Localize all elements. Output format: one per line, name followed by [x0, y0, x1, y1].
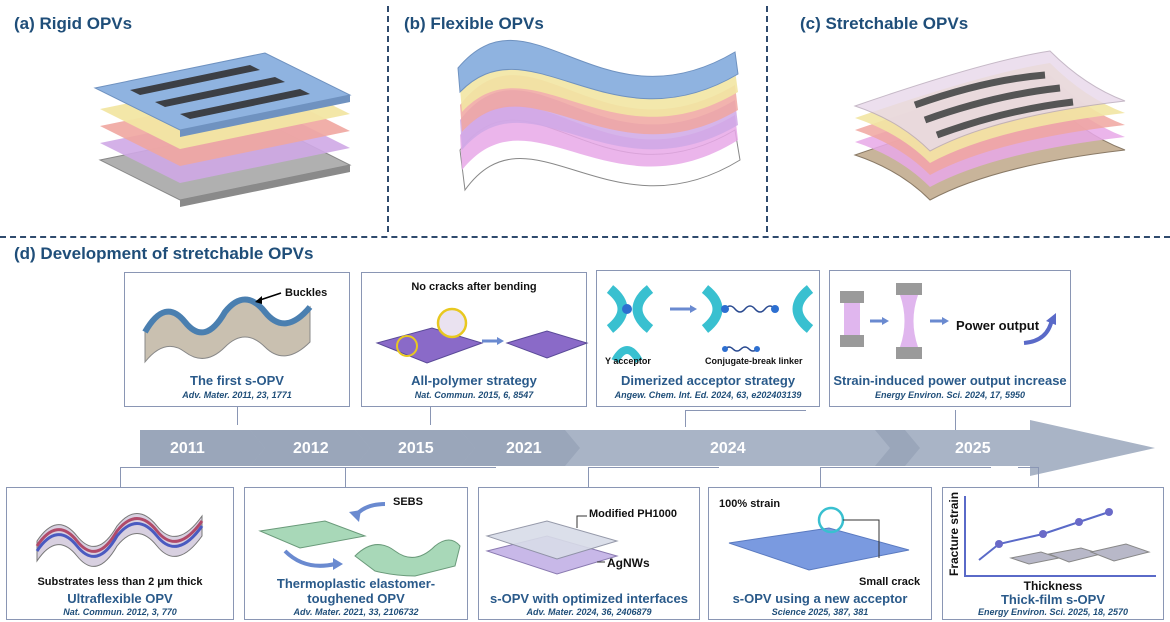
box-ultraflexible: Substrates less than 2 μm thick Ultrafle… — [6, 487, 234, 620]
flexible-opv-illustration — [457, 39, 741, 192]
box-thermoplastic: SEBS Thermoplastic elastomer- toughened … — [244, 487, 468, 620]
box-title: Thick-film s-OPV — [1000, 592, 1106, 607]
box-title: Ultraflexible OPV — [67, 591, 173, 606]
connector-2025b — [1018, 467, 1039, 488]
box-ref: Adv. Mater. 2021, 33, 2106732 — [293, 607, 419, 617]
box-title: Thermoplastic elastomer- — [276, 576, 436, 591]
box-optimized-interfaces: Modified PH1000 AgNWs s-OPV with optimiz… — [478, 487, 700, 620]
box-ref: Adv. Mater. 2024, 36, 2406879 — [526, 607, 652, 617]
box-title: s-OPV with optimized interfaces — [490, 591, 688, 606]
dimer-illustration — [606, 285, 814, 364]
strain-illustration — [840, 283, 949, 359]
box-ref: Science 2025, 387, 381 — [771, 607, 869, 617]
rigid-opv-illustration — [93, 52, 352, 207]
box-dimerized-acceptor: Y acceptor Conjugate-break linker Dimeri… — [596, 270, 820, 407]
interfaces-illustration — [485, 515, 619, 575]
connector-2025a — [820, 467, 991, 488]
power-output-label: Power output — [956, 318, 1040, 333]
thickness-label: Thickness — [1023, 579, 1083, 593]
y-acceptor-label: Y acceptor — [605, 356, 651, 366]
connector-2024b — [955, 410, 956, 430]
connector-2012 — [120, 467, 351, 488]
year-2012: 2012 — [293, 440, 329, 457]
box-all-polymer: No cracks after bending All-polymer stra… — [361, 272, 589, 407]
sebs-illustration — [258, 502, 461, 577]
divider-top-bottom — [0, 236, 1170, 238]
connector-2024c — [588, 467, 719, 488]
panel-b-title: (b) Flexible OPVs — [404, 14, 544, 33]
panel-d-title: (d) Development of stretchable OPVs — [14, 244, 314, 263]
substrate-label: Substrates less than 2 μm thick — [37, 576, 203, 588]
stretchable-opv-illustration — [853, 50, 1126, 201]
divider-bc — [766, 6, 768, 232]
year-2025: 2025 — [955, 440, 991, 457]
box-ref: Angew. Chem. Int. Ed. 2024, 63, e2024031… — [614, 390, 802, 400]
box-title-line2: toughened OPV — [307, 591, 405, 606]
acceptor-film-illustration — [728, 506, 910, 571]
year-2015: 2015 — [398, 440, 434, 457]
panel-a-title: (a) Rigid OPVs — [14, 14, 133, 33]
box-ref: Nat. Commun. 2012, 3, 770 — [63, 607, 177, 617]
no-cracks-label: No cracks after bending — [411, 281, 537, 293]
box-title: All-polymer strategy — [411, 373, 537, 388]
connector-2011 — [237, 405, 238, 425]
connector-2021 — [345, 467, 496, 488]
curved-arrow-icon — [1023, 313, 1056, 345]
wavy-stack-illustration — [35, 513, 204, 567]
year-2011: 2011 — [170, 440, 205, 457]
box-title: Dimerized acceptor strategy — [620, 373, 796, 388]
year-2021: 2021 — [506, 440, 542, 457]
box-new-acceptor: 100% strain Small crack s-OPV using a ne… — [708, 487, 932, 620]
box-ref: Energy Environ. Sci. 2024, 17, 5950 — [874, 390, 1026, 400]
fracture-strain-label: Fracture strain — [947, 491, 961, 576]
sebs-label: SEBS — [393, 496, 423, 508]
box-thick-film: Fracture strain Thickness Thick-film s-O… — [942, 487, 1164, 620]
strain-label: 100% strain — [719, 498, 781, 510]
buckles-illustration — [142, 296, 313, 364]
buckles-label: Buckles — [285, 287, 328, 299]
box-title: The first s-OPV — [190, 373, 284, 388]
box-first-sopv: Buckles The first s-OPV Adv. Mater. 2011… — [124, 272, 350, 407]
year-2024: 2024 — [710, 440, 746, 457]
timeline-arrow — [140, 420, 1155, 476]
box-title: s-OPV using a new acceptor — [732, 591, 908, 606]
agnws-label: AgNWs — [607, 556, 650, 570]
box-ref: Nat. Commun. 2015, 6, 8547 — [414, 390, 534, 400]
connector-2015 — [430, 405, 431, 425]
linker-label: Conjugate-break linker — [705, 356, 803, 366]
box-ref: Adv. Mater. 2011, 23, 1771 — [182, 390, 292, 400]
thickness-plot-illustration — [964, 496, 1156, 577]
box-title: Strain-induced power output increase — [833, 373, 1067, 388]
bending-film-illustration — [375, 307, 589, 364]
panel-c-title: (c) Stretchable OPVs — [800, 14, 969, 33]
box-ref: Energy Environ. Sci. 2025, 18, 2570 — [977, 607, 1129, 617]
box-strain-power: Power output Strain-induced power output… — [829, 270, 1071, 407]
arrow-icon — [255, 292, 282, 304]
small-crack-label: Small crack — [859, 576, 921, 588]
connector-2024a — [685, 410, 806, 427]
divider-ab — [387, 6, 389, 232]
ph1000-label: Modified PH1000 — [589, 508, 678, 520]
